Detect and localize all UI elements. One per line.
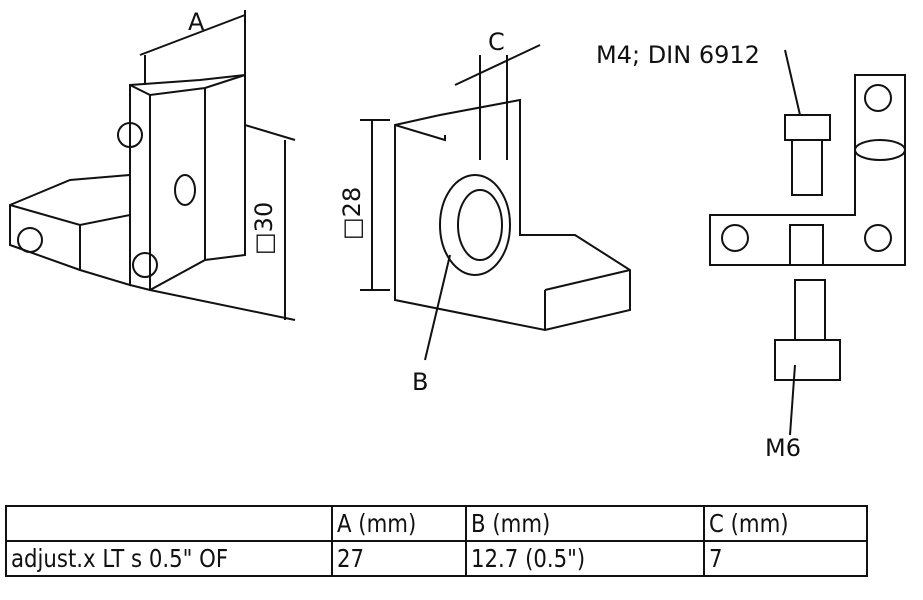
dim-c-label: C: [488, 28, 505, 56]
table-cell: adjust.x LT s 0.5" OF: [5, 540, 333, 577]
dim-30-label: □30: [250, 202, 278, 255]
dim-a-label: A: [188, 8, 205, 36]
mount-isometric-view: C □28 B: [338, 28, 631, 396]
screw-bottom-label: M6: [765, 434, 801, 462]
front-view: M4; DIN 6912 M6: [596, 41, 906, 462]
screw-top-label: M4; DIN 6912: [596, 41, 760, 69]
header-cell: A (mm): [331, 505, 467, 542]
table-header-row: A (mm) B (mm) C (mm): [5, 505, 868, 542]
dimensions-table: A (mm) B (mm) C (mm) adjust.x LT s 0.5" …: [5, 505, 868, 577]
header-cell: [5, 505, 333, 542]
bracket-isometric-view: A □30: [9, 8, 296, 321]
table-cell: 27: [331, 540, 467, 577]
table-cell: 12.7 (0.5"): [465, 540, 705, 577]
header-cell: C (mm): [703, 505, 868, 542]
table-cell: 7: [703, 540, 868, 577]
dim-28-label: □28: [338, 187, 366, 240]
header-cell: B (mm): [465, 505, 705, 542]
part-b-label: B: [412, 368, 428, 396]
table-row: adjust.x LT s 0.5" OF 27 12.7 (0.5") 7: [5, 540, 868, 577]
